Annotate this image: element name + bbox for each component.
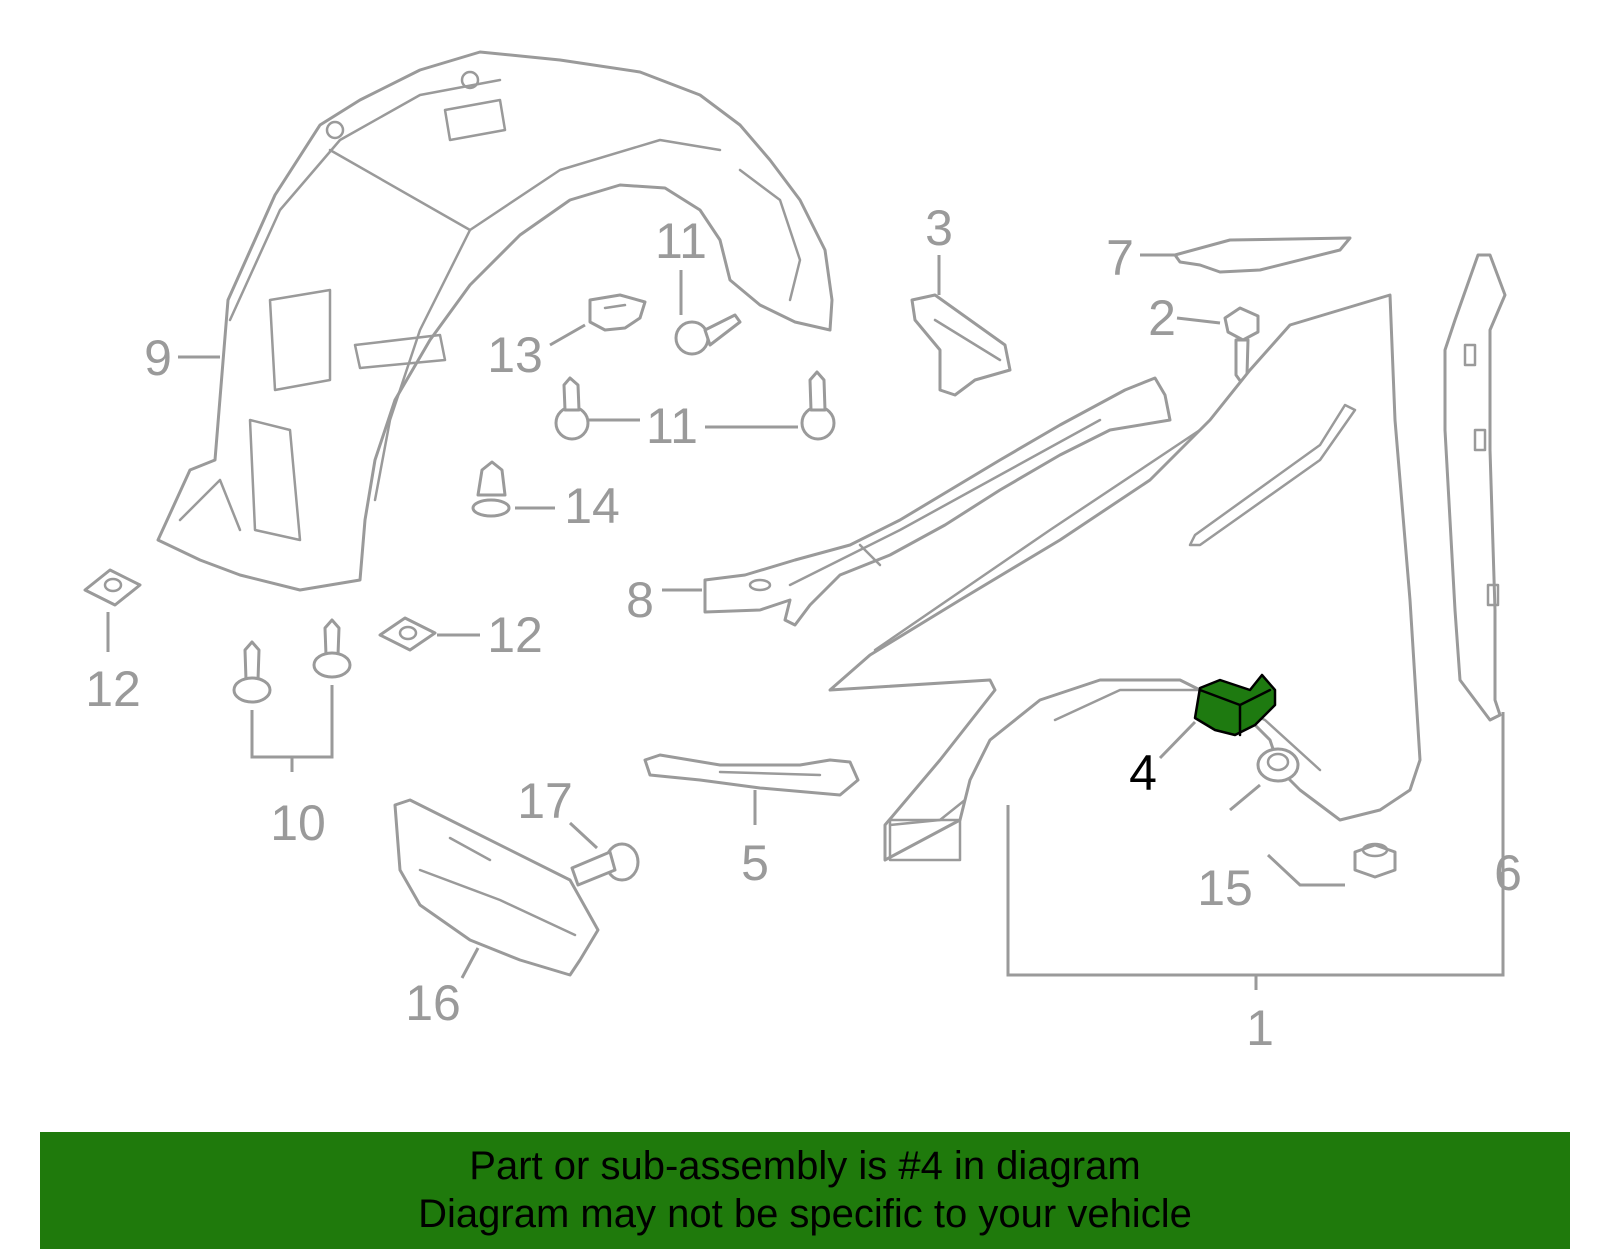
clip-part-14[interactable]: [471, 460, 511, 518]
callout-9: 9: [144, 330, 172, 386]
callout-6: 6: [1494, 845, 1522, 901]
bolt-part-2[interactable]: [1223, 306, 1260, 384]
callout-16: 16: [405, 975, 461, 1031]
callout-12-left: 12: [85, 661, 141, 717]
clip-nut-part-12b[interactable]: [378, 616, 437, 652]
seal-part-5[interactable]: [643, 753, 860, 797]
callout-17: 17: [517, 773, 573, 829]
leader-lines: [106, 253, 1505, 990]
callout-15: 15: [1197, 860, 1253, 916]
banner-line-part-number: Part or sub-assembly is #4 in diagram: [469, 1144, 1141, 1188]
screw-part-11a[interactable]: [674, 313, 742, 356]
bracket-part-3[interactable]: [910, 293, 1012, 397]
info-banner: Part or sub-assembly is #4 in diagram Di…: [40, 1132, 1570, 1249]
callout-13: 13: [487, 327, 543, 383]
clip-nut-part-12a[interactable]: [83, 568, 142, 607]
screw-part-10a[interactable]: [232, 640, 272, 704]
rail-part-8[interactable]: [703, 376, 1172, 627]
callout-4-highlighted: 4: [1129, 745, 1157, 801]
callout-11-middle: 11: [646, 398, 698, 454]
banner-line-disclaimer: Diagram may not be specific to your vehi…: [418, 1192, 1192, 1236]
grommet-part-15b[interactable]: [1353, 842, 1397, 879]
callout-1: 1: [1246, 1000, 1274, 1056]
callout-3: 3: [925, 200, 953, 256]
callout-12-right: 12: [487, 607, 543, 663]
bolt-part-17[interactable]: [570, 842, 640, 887]
fender-part-1[interactable]: [828, 293, 1422, 862]
bracket-part-4-highlighted[interactable]: [1193, 673, 1277, 737]
grommet-part-15a[interactable]: [1256, 747, 1300, 783]
callout-11-top: 11: [655, 213, 707, 269]
screw-part-11c[interactable]: [800, 370, 836, 441]
cover-part-16[interactable]: [393, 798, 600, 977]
parts-diagram: 1 2 3 4 5 6 7 8 9 10 11 11 12 12 13 14 1…: [83, 50, 1522, 1056]
seal-part-7[interactable]: [1173, 236, 1352, 274]
callout-5: 5: [741, 835, 769, 891]
screw-part-11b[interactable]: [554, 376, 590, 441]
seal-strip-part-6[interactable]: [1443, 253, 1507, 722]
callout-2: 2: [1148, 290, 1176, 346]
fender-liner-part-9[interactable]: [156, 50, 834, 592]
screw-part-10b[interactable]: [312, 618, 352, 679]
callout-7: 7: [1106, 230, 1134, 286]
callout-14: 14: [564, 478, 620, 534]
callout-8: 8: [626, 572, 654, 628]
clip-part-13[interactable]: [588, 293, 647, 332]
callout-10: 10: [270, 795, 326, 851]
